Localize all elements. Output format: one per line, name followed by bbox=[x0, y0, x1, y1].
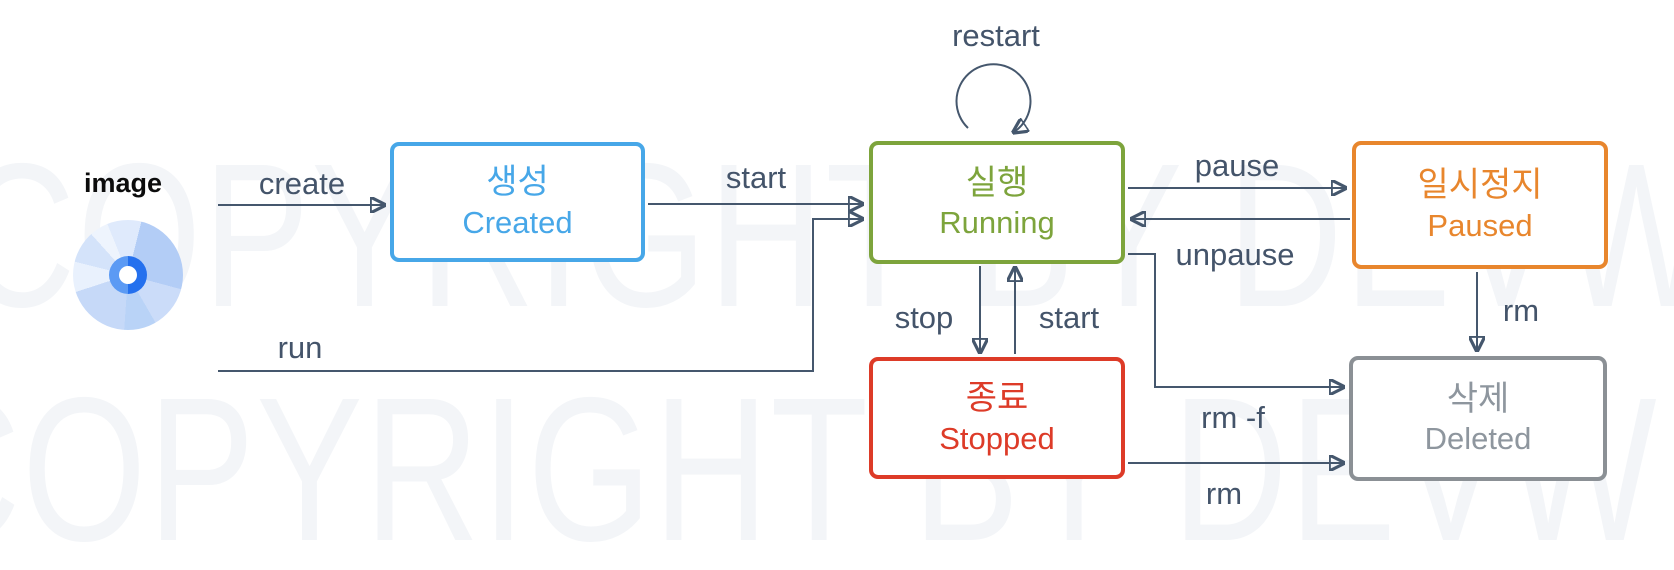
state-label-ko: 실행 bbox=[965, 163, 1029, 202]
state-box-created: 생성 Created bbox=[390, 142, 645, 262]
edge-label-run: run bbox=[277, 330, 323, 365]
state-box-paused: 일시정지 Paused bbox=[1352, 141, 1608, 269]
edge-label-rm-stopped: rm bbox=[1205, 476, 1243, 511]
state-label-ko: 생성 bbox=[486, 163, 549, 202]
state-box-running: 실행 Running bbox=[869, 141, 1125, 264]
state-label-en: Paused bbox=[1427, 207, 1533, 243]
state-label-en: Stopped bbox=[939, 420, 1055, 456]
disc-hole bbox=[119, 266, 137, 284]
state-label-en: Running bbox=[939, 205, 1055, 241]
state-box-deleted: 삭제 Deleted bbox=[1349, 356, 1607, 481]
edge-label-rm-f: rm -f bbox=[1201, 400, 1265, 435]
edge-label-rm-paused: rm bbox=[1502, 293, 1540, 328]
state-label-en: Created bbox=[462, 204, 573, 240]
arrow-run bbox=[218, 219, 862, 372]
disc-icon bbox=[73, 220, 183, 330]
image-node-label: image bbox=[83, 168, 163, 198]
edge-label-start-created: start bbox=[725, 160, 787, 195]
edge-label-stop: stop bbox=[894, 300, 954, 335]
edge-label-create: create bbox=[258, 166, 346, 201]
state-label-ko: 삭제 bbox=[1446, 379, 1510, 418]
edge-label-pause: pause bbox=[1194, 148, 1280, 183]
edge-label-restart: restart bbox=[952, 18, 1040, 53]
state-label-en: Deleted bbox=[1424, 421, 1532, 457]
state-box-stopped: 종료 Stopped bbox=[869, 357, 1125, 479]
state-label-ko: 종료 bbox=[965, 379, 1029, 418]
edge-label-unpause: unpause bbox=[1175, 237, 1295, 272]
arrow-rm-f bbox=[1128, 253, 1343, 387]
state-label-ko: 일시정지 bbox=[1417, 166, 1543, 205]
edge-label-start-stopped: start bbox=[1038, 300, 1100, 335]
arrow-restart-loop bbox=[955, 63, 1032, 132]
